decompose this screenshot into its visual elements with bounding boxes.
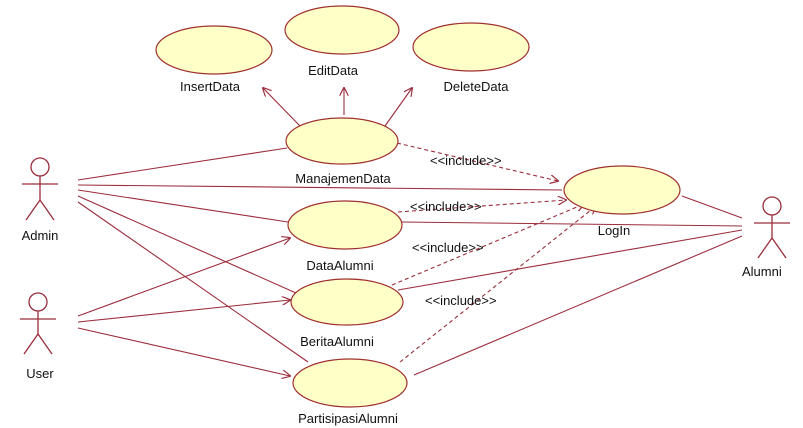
usecase-partisipasialumni[interactable] — [292, 358, 408, 408]
label-login: LogIn — [598, 223, 631, 238]
admin-login-line — [77, 184, 563, 191]
alumni-berita-line — [397, 229, 743, 291]
admin-berita-line — [77, 195, 297, 294]
label-beritaalumni: BeritaAlumni — [300, 334, 374, 349]
label-partisipasialumni: PartisipasiAlumni — [298, 411, 398, 426]
include-label-partisipasi: <<include>> — [425, 293, 497, 308]
usecase-login[interactable] — [563, 165, 681, 215]
include-dataalumni-login — [397, 200, 566, 213]
alumni-dataalumni-line — [401, 221, 743, 227]
actor-alumni-figure[interactable] — [754, 196, 790, 259]
actor-user-figure[interactable] — [20, 292, 56, 355]
alumni-partisipasi-line — [413, 235, 743, 376]
user-berita-line — [77, 300, 290, 323]
user-partisipasi-line — [77, 327, 290, 376]
usecase-beritaalumni[interactable] — [290, 278, 404, 326]
label-actor-user: User — [26, 366, 54, 381]
include-label-dataalumni: <<include>> — [410, 199, 482, 214]
admin-manajemen-line — [77, 147, 288, 181]
usecase-deletedata[interactable] — [412, 22, 530, 72]
label-manajemendata: ManajemenData — [295, 171, 391, 186]
usecase-manajemendata[interactable] — [285, 117, 399, 165]
alumni-login-line — [681, 195, 743, 219]
include-label-berita: <<include>> — [412, 240, 484, 255]
label-actor-admin: Admin — [22, 228, 59, 243]
label-deletedata: DeleteData — [443, 79, 509, 94]
label-insertdata: InsertData — [180, 79, 241, 94]
admin-dataalumni-line — [77, 189, 289, 223]
manajemen-to-insert-arrow — [263, 88, 301, 127]
manajemen-to-delete-arrow — [384, 88, 412, 127]
usecase-insertdata[interactable] — [155, 25, 273, 75]
usecase-editdata[interactable] — [284, 5, 400, 55]
label-dataalumni: DataAlumni — [306, 258, 373, 273]
label-editdata: EditData — [308, 63, 359, 78]
actor-admin-figure[interactable] — [22, 157, 58, 221]
admin-partisipasi-line — [77, 201, 309, 363]
include-label-manajemen: <<include>> — [430, 153, 502, 168]
user-dataalumni-line — [77, 238, 290, 317]
usecase-dataalumni[interactable] — [287, 200, 403, 250]
label-actor-alumni: Alumni — [742, 264, 782, 279]
